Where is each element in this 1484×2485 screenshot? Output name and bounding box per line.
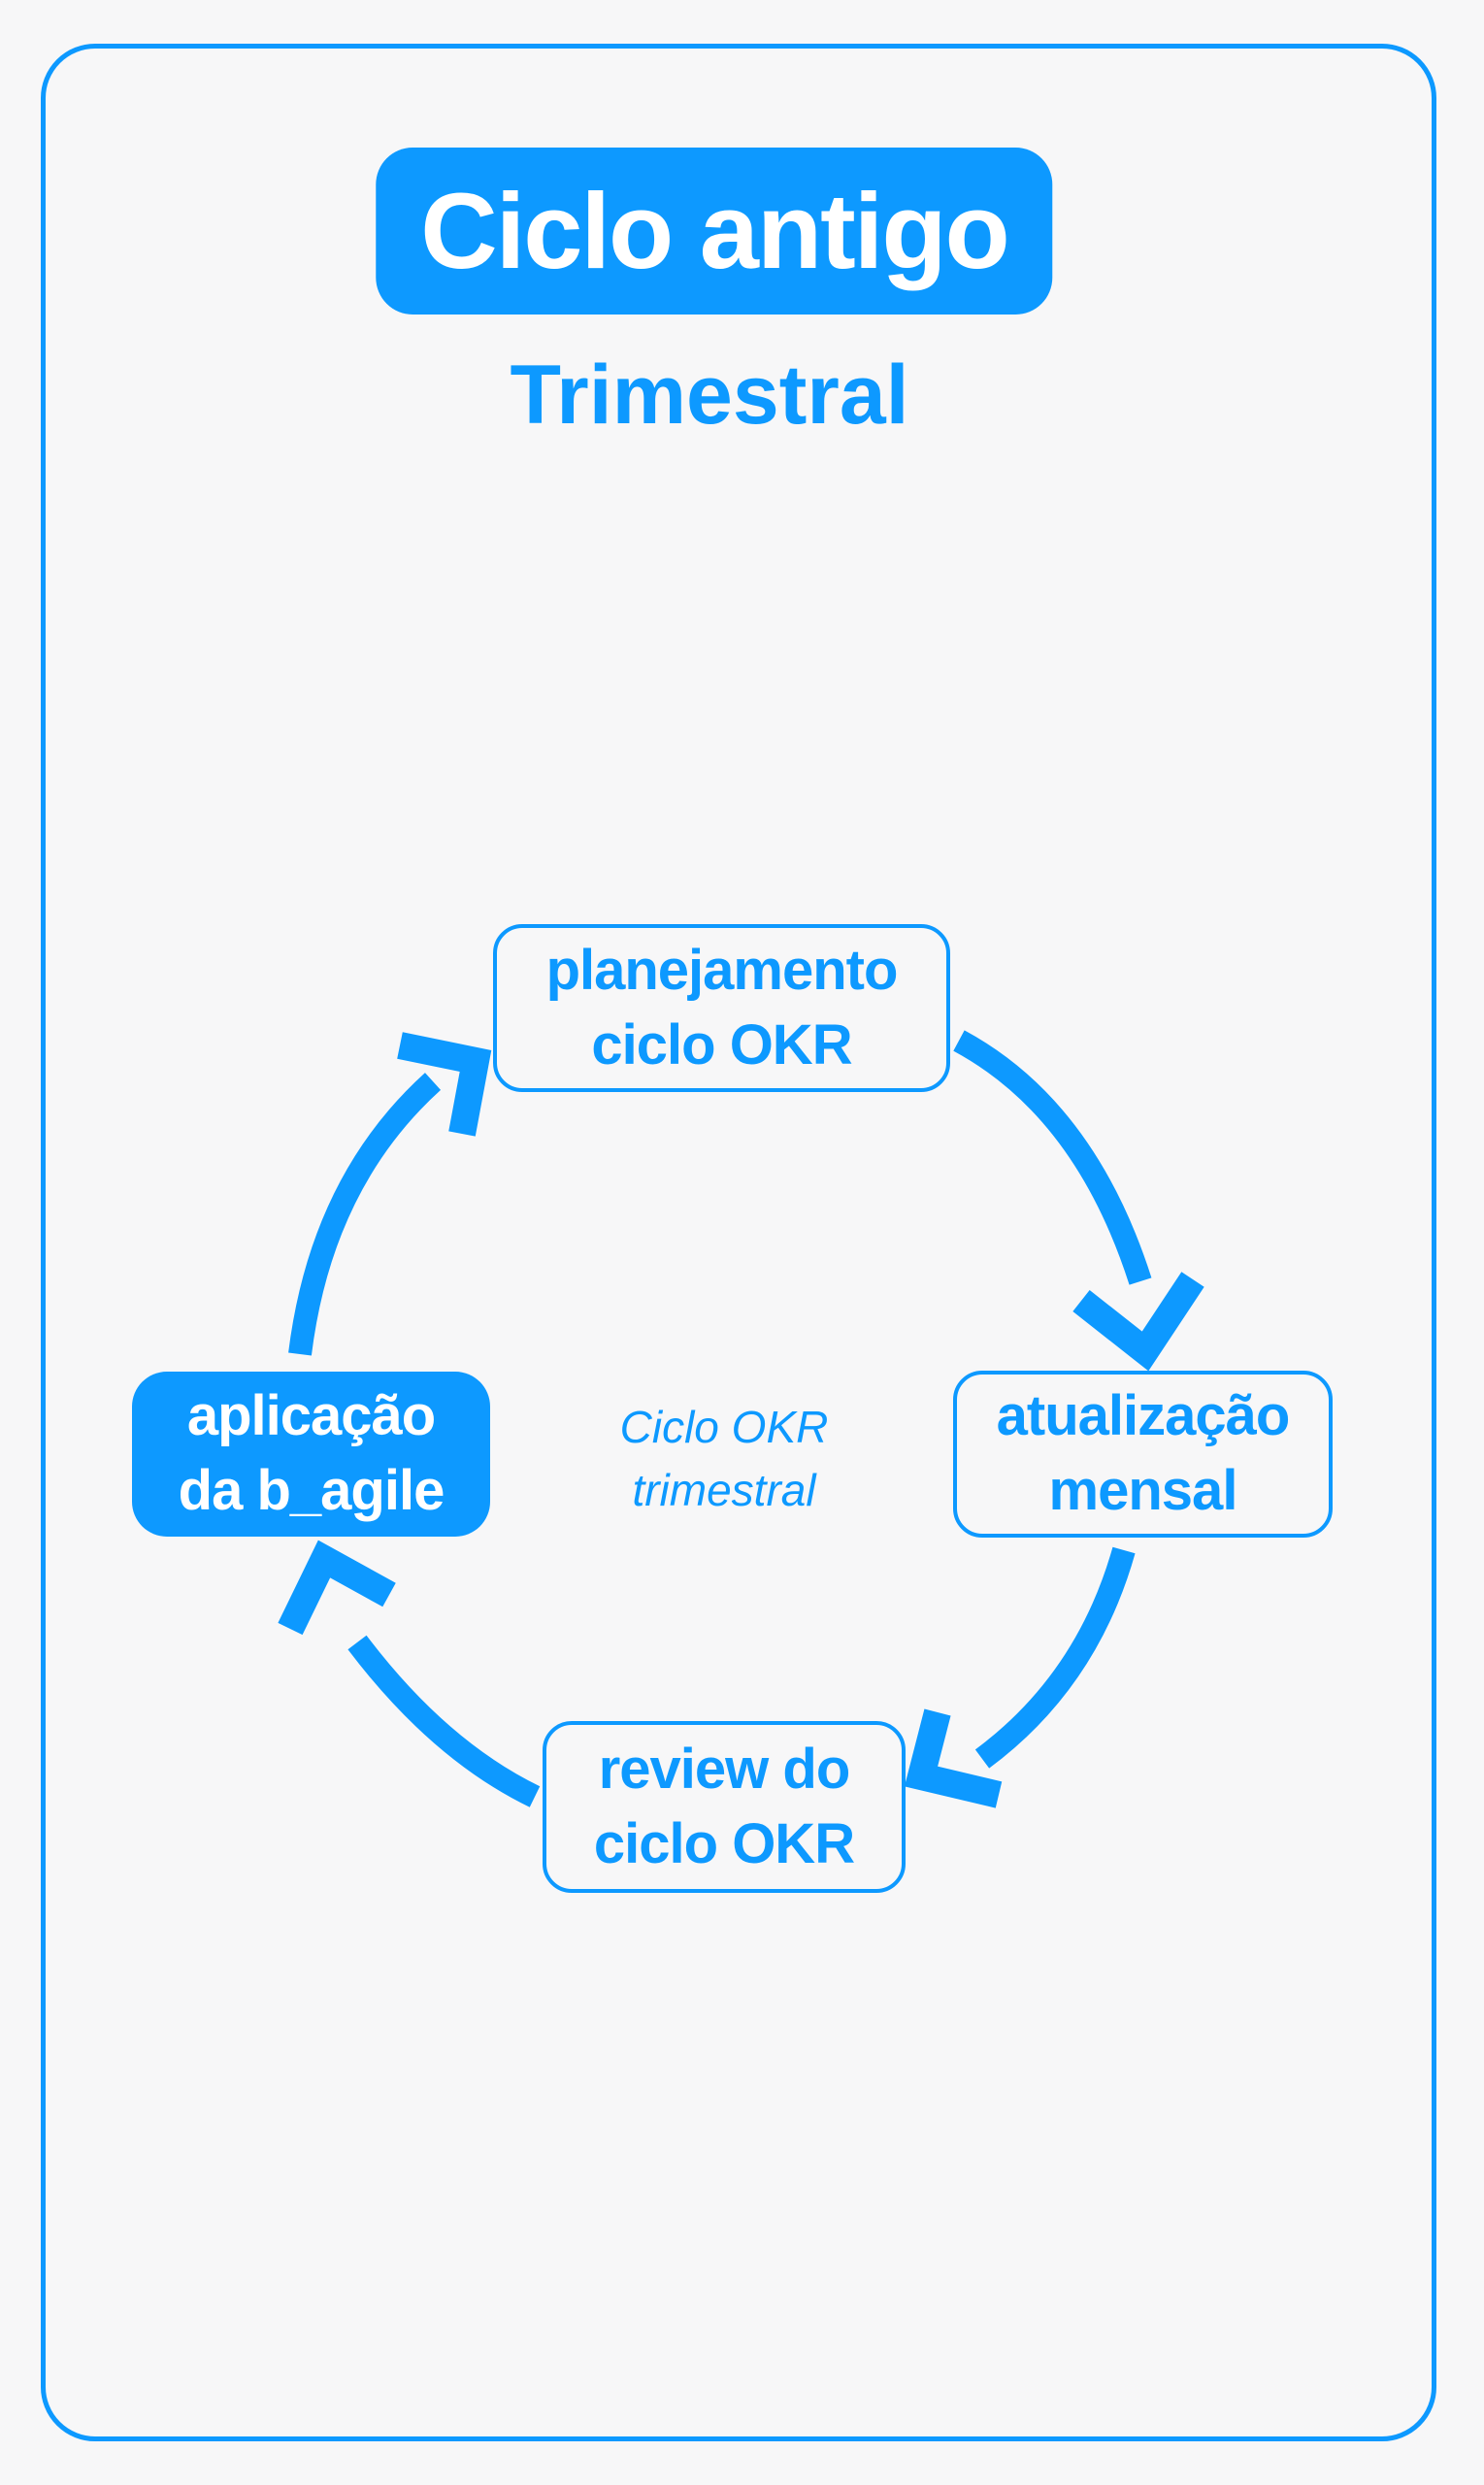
arrow-head-icon [904, 1708, 1003, 1808]
node-label-line: da b_agile [178, 1459, 445, 1522]
node-planejamento-ciclo-okr: planejamento ciclo OKR [493, 924, 950, 1092]
arrow-curve [953, 1030, 1152, 1285]
page-title: Ciclo antigo [420, 171, 1009, 291]
page-subtitle: Trimestral [510, 348, 909, 442]
node-label-line: review do [598, 1737, 851, 1801]
title-badge: Ciclo antigo [376, 148, 1053, 315]
node-aplicacao-da-b-agile: aplicação da b_agile [132, 1372, 490, 1537]
center-label-line: trimestral [632, 1464, 816, 1515]
outer-frame [41, 44, 1436, 2441]
arrow-head-icon [278, 1540, 396, 1636]
center-label-line: Ciclo OKR [619, 1402, 829, 1452]
node-label-line: atualização [996, 1384, 1291, 1448]
arrow-planejamento-to-atualizacao [953, 1030, 1204, 1372]
node-review-do-ciclo-okr: review do ciclo OKR [543, 1721, 906, 1893]
arrow-curve [347, 1635, 541, 1807]
arrow-atualizacao-to-review [904, 1546, 1136, 1808]
arrow-head-icon [397, 1032, 492, 1137]
arrow-curve [288, 1073, 442, 1356]
node-label-line: ciclo OKR [593, 1811, 855, 1875]
node-atualizacao-mensal: atualização mensal [953, 1371, 1333, 1538]
arrow-review-to-aplicacao [278, 1540, 541, 1807]
cycle-center-label: Ciclo OKR trimestral [620, 1396, 829, 1522]
node-label-line: ciclo OKR [591, 1012, 852, 1077]
node-label-line: aplicação [186, 1384, 436, 1448]
arrow-curve [974, 1546, 1136, 1769]
node-label-line: planejamento [545, 938, 899, 1002]
node-label-line: mensal [1048, 1459, 1238, 1522]
arrow-head-icon [1072, 1272, 1204, 1372]
arrow-aplicacao-to-planejamento [288, 1032, 492, 1356]
